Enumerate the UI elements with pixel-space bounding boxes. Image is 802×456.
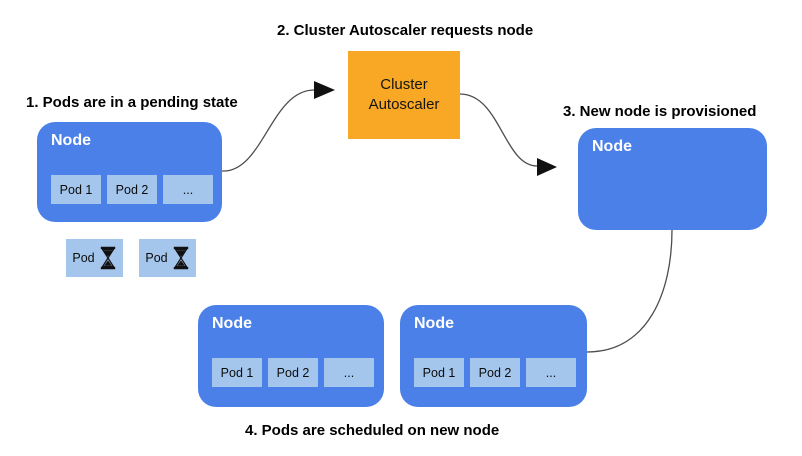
pod-chip-ellipsis: ... <box>324 358 374 387</box>
cluster-autoscaler-box: Cluster Autoscaler <box>348 51 460 139</box>
arrow-new-node-to-scheduled <box>586 229 673 353</box>
pod-chip-ellipsis: ... <box>163 175 213 204</box>
arrow-autoscaler-to-new-node <box>459 93 538 167</box>
pod-row: Pod 1 Pod 2 ... <box>212 358 374 387</box>
step-2-label: 2. Cluster Autoscaler requests node <box>277 22 534 39</box>
hourglass-icon <box>173 246 188 270</box>
step-1-label: 1. Pods are in a pending state <box>26 94 238 111</box>
autoscaler-label-line1: Cluster <box>380 76 428 93</box>
node-title: Node <box>212 315 252 332</box>
pod-label: Pod <box>72 251 95 265</box>
scheduled-node-right-box: Node Pod 1 Pod 2 ... <box>400 305 587 407</box>
pod-chip-ellipsis: ... <box>526 358 576 387</box>
hourglass-icon <box>100 246 115 270</box>
node-title: Node <box>51 132 91 149</box>
arrowhead-into-autoscaler <box>314 81 335 99</box>
arrowhead-into-new-node <box>537 158 557 176</box>
pod-chip: Pod 1 <box>414 358 464 387</box>
pending-pod-chip: Pod <box>66 239 123 277</box>
node-title: Node <box>592 138 632 155</box>
step-3-label: 3. New node is provisioned <box>563 103 757 120</box>
pending-node-box: Node Pod 1 Pod 2 ... <box>37 122 222 222</box>
pending-pod-chip: Pod <box>139 239 196 277</box>
pod-chip: Pod 2 <box>470 358 520 387</box>
pod-row: Pod 1 Pod 2 ... <box>414 358 576 387</box>
pod-chip: Pod 2 <box>268 358 318 387</box>
new-node-box: Node <box>578 128 767 230</box>
pod-chip: Pod 2 <box>107 175 157 204</box>
step-4-label: 4. Pods are scheduled on new node <box>245 422 500 439</box>
scheduled-node-left-box: Node Pod 1 Pod 2 ... <box>198 305 384 407</box>
pod-row: Pod 1 Pod 2 ... <box>51 175 213 204</box>
pod-chip: Pod 1 <box>212 358 262 387</box>
autoscaler-label-line2: Autoscaler <box>368 96 440 113</box>
pod-label: Pod <box>145 251 168 265</box>
node-title: Node <box>414 315 454 332</box>
pod-chip: Pod 1 <box>51 175 101 204</box>
